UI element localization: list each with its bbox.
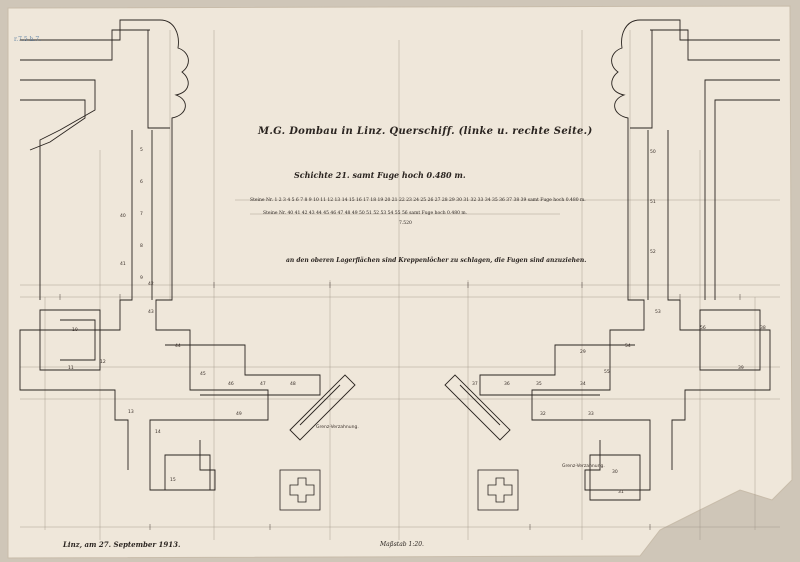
- right-stone-51: 51: [650, 200, 656, 205]
- right-stone-56: 56: [700, 326, 706, 331]
- right-stone-35: 35: [536, 382, 542, 387]
- left-stone-9: 9: [140, 276, 143, 281]
- scale-label: Maßstab 1:20.: [380, 541, 424, 548]
- right-stone-53: 53: [655, 310, 661, 315]
- left-stone-43: 43: [148, 310, 154, 315]
- left-stone-40: 40: [120, 214, 126, 219]
- dimension-ticks: [59, 282, 741, 530]
- left-stone-48: 48: [290, 382, 296, 387]
- left-stone-49: 49: [236, 412, 242, 417]
- mid-dimension: 7.520: [399, 221, 412, 226]
- left-stone-46: 46: [228, 382, 234, 387]
- paper-sheet: [7, 5, 793, 559]
- annotation-right: Grenz-Verzahnung.: [562, 464, 605, 469]
- left-stone-15: 15: [170, 478, 176, 483]
- corner-mark: r.7.5 h.7.: [14, 36, 42, 43]
- left-stone-8: 8: [140, 244, 143, 249]
- left-stone-7: 7: [140, 212, 143, 217]
- right-stone-36: 36: [504, 382, 510, 387]
- pier-details: [279, 469, 519, 511]
- right-stone-29: 29: [580, 350, 586, 355]
- instruction-note: an den oberen Lagerflächen sind Kreppenl…: [286, 257, 587, 264]
- right-stone-31: 31: [618, 490, 624, 495]
- diagonal-rib-stones: [289, 374, 511, 441]
- left-stone-11: 11: [68, 366, 74, 371]
- pencil-construction-lines: [20, 30, 780, 540]
- right-stone-32: 32: [540, 412, 546, 417]
- left-stone-47: 47: [260, 382, 266, 387]
- left-stone-13: 13: [128, 410, 134, 415]
- right-stone-50: 50: [650, 150, 656, 155]
- stone-list-1: Steine Nr. 1 2 3 4 5 6 7 8 9 10 11 12 13…: [250, 198, 586, 203]
- drawing-subtitle: Schichte 21. samt Fuge hoch 0.480 m.: [294, 170, 466, 180]
- right-stone-34: 34: [580, 382, 586, 387]
- place-date: Linz, am 27. September 1913.: [63, 540, 181, 549]
- left-wall-section: [19, 19, 321, 491]
- left-stone-44: 44: [175, 344, 181, 349]
- left-stone-5: 5: [140, 148, 143, 153]
- right-stone-52: 52: [650, 250, 656, 255]
- right-stone-38: 38: [760, 326, 766, 331]
- stone-list-2: Steine Nr. 40 41 42 43 44 45 46 47 48 49…: [263, 211, 468, 216]
- right-stone-37: 37: [472, 382, 478, 387]
- right-stone-55: 55: [604, 370, 610, 375]
- left-stone-6: 6: [140, 180, 143, 185]
- annotation-left: Grenz-Verzahnung.: [316, 425, 359, 430]
- left-stone-42: 42: [148, 282, 154, 287]
- left-stone-14: 14: [155, 430, 161, 435]
- right-stone-30: 30: [612, 470, 618, 475]
- left-stone-45: 45: [200, 372, 206, 377]
- drawing-title: M.G. Dombau in Linz. Querschiff. (linke …: [258, 126, 593, 137]
- right-wall-section: [479, 19, 780, 501]
- right-stone-54: 54: [625, 344, 631, 349]
- right-stone-33: 33: [588, 412, 594, 417]
- right-stone-39: 39: [738, 366, 744, 371]
- left-stone-12: 12: [100, 360, 106, 365]
- left-stone-10: 10: [72, 328, 78, 333]
- left-stone-41: 41: [120, 262, 126, 267]
